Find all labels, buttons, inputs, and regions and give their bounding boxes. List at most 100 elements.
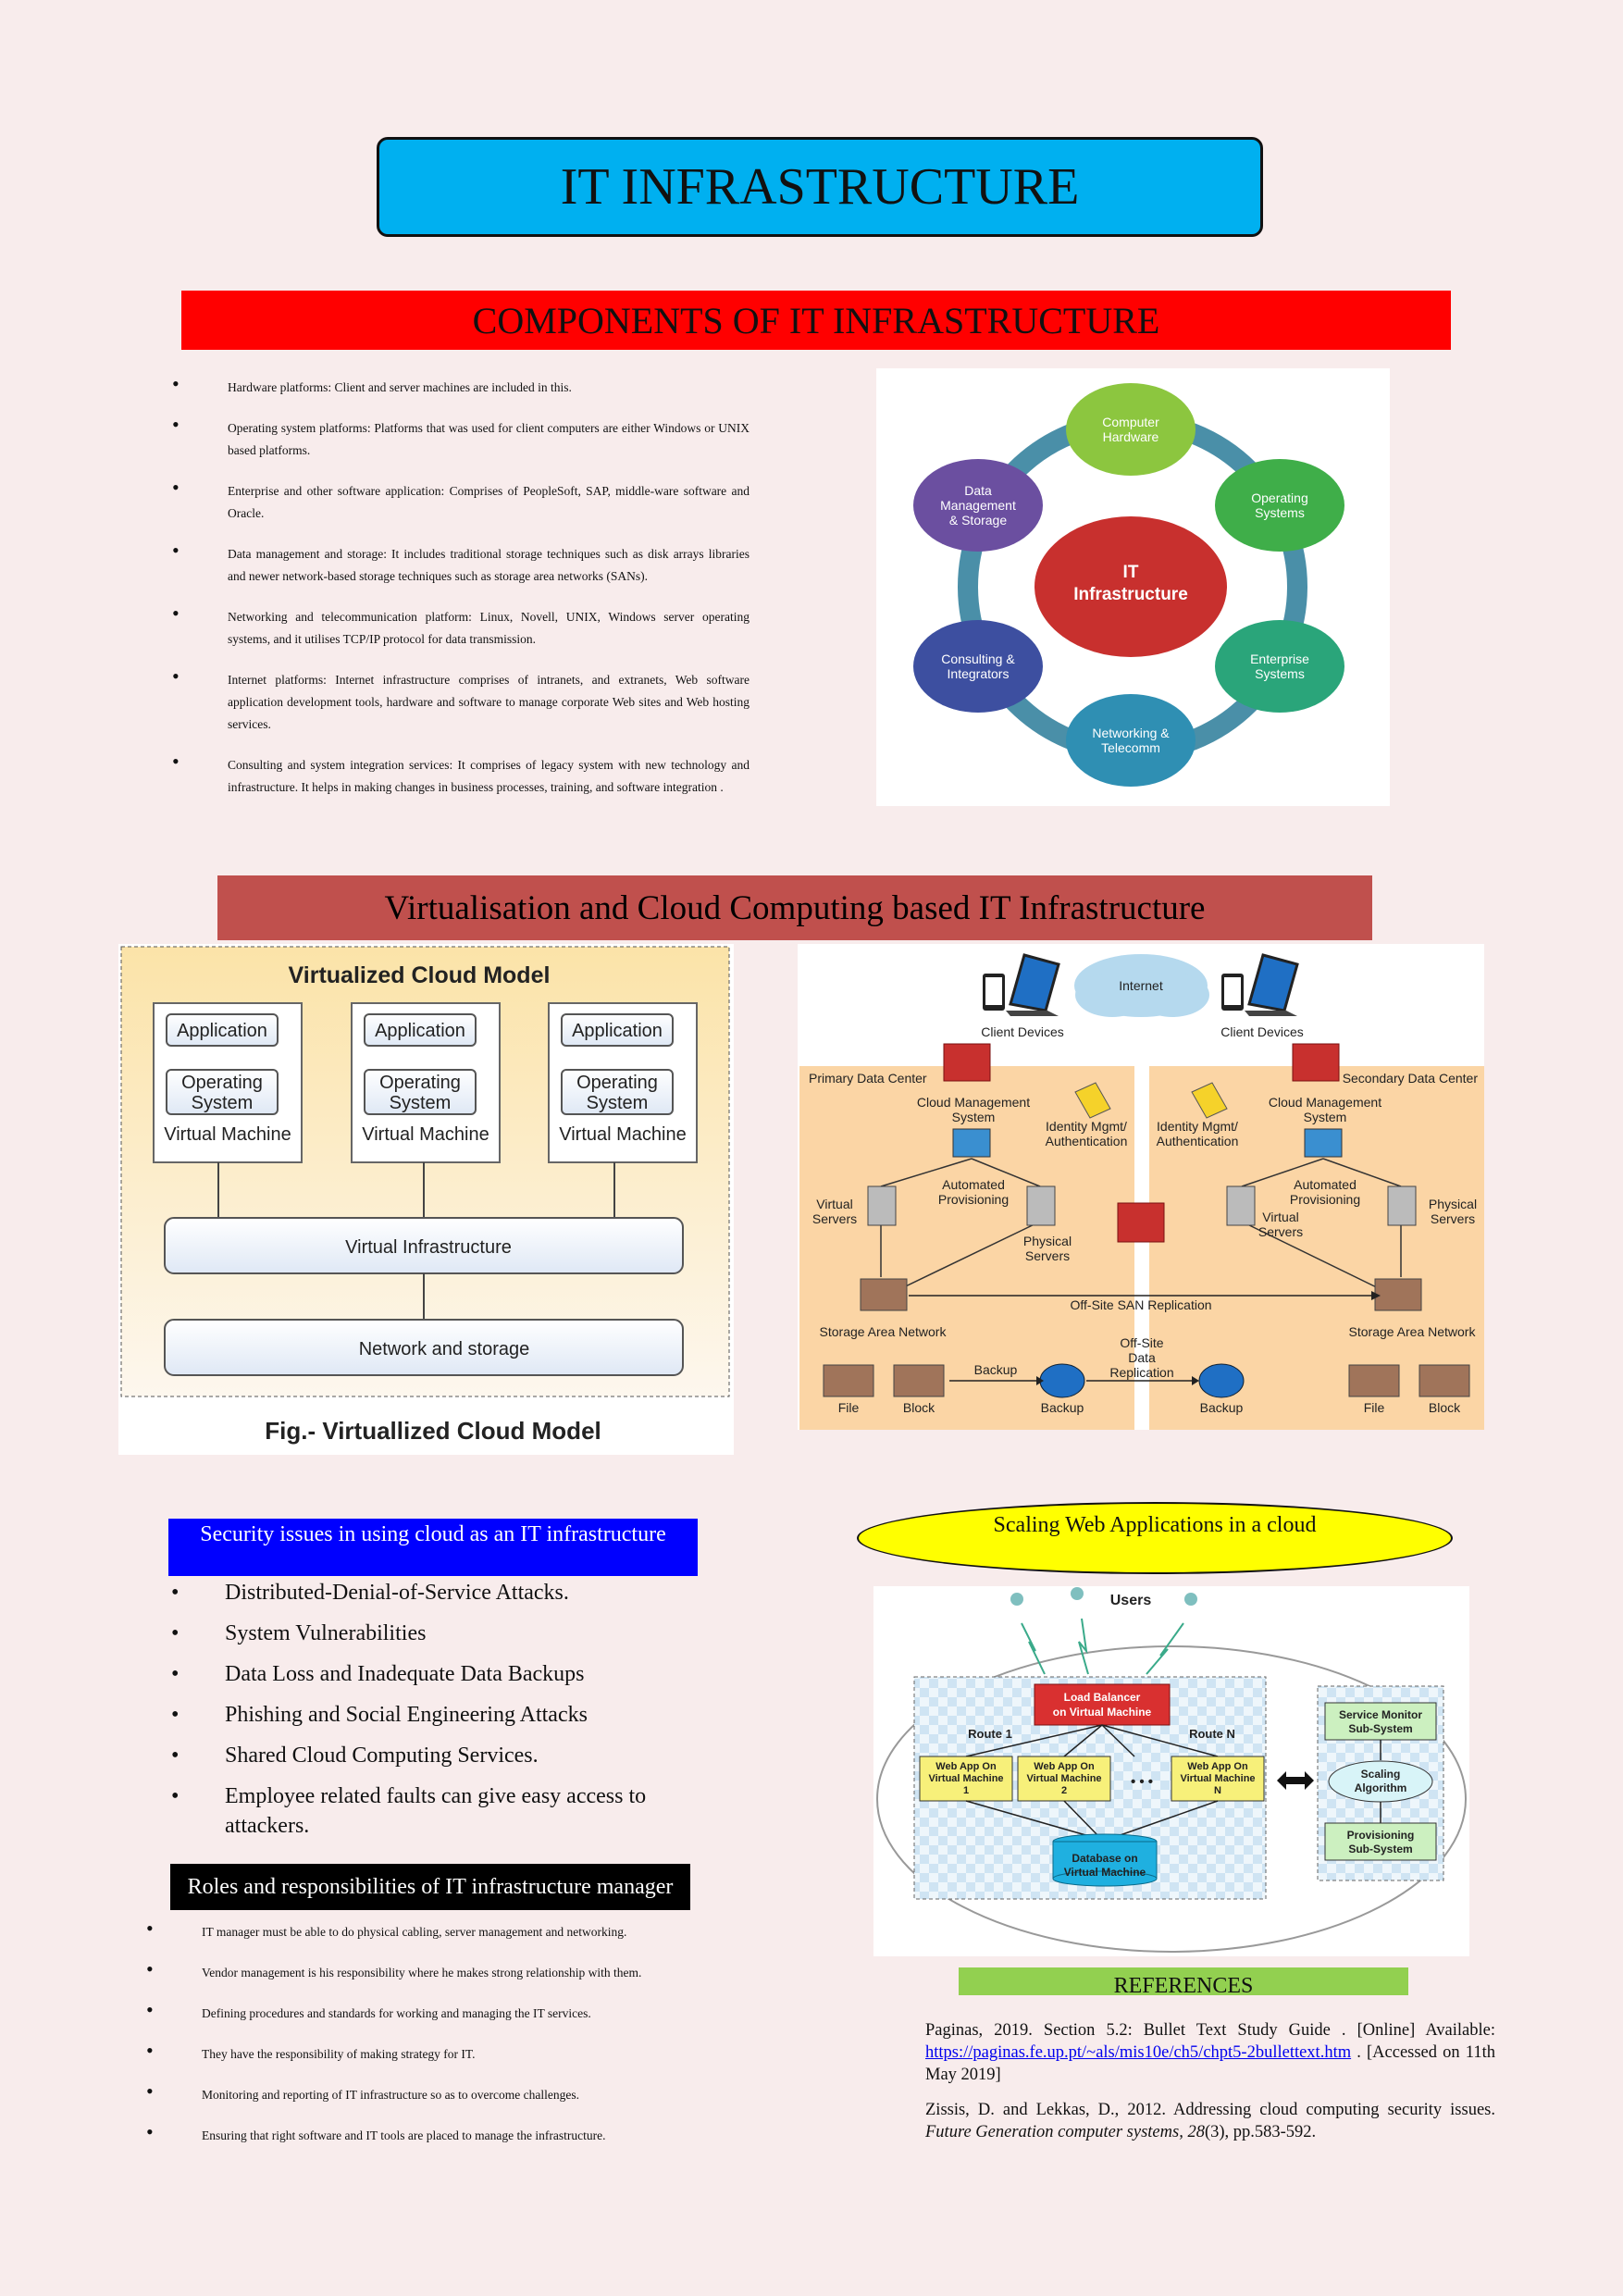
- list-item: Consulting and system integration servic…: [172, 751, 750, 799]
- os-label: Operating: [181, 1073, 263, 1093]
- ring-node: [1066, 383, 1196, 476]
- provisioning-label: Provisioning: [938, 1192, 1009, 1207]
- list-item: Ensuring that right software and IT tool…: [146, 2121, 748, 2147]
- list-item: Vendor management is his responsibility …: [146, 1958, 748, 1984]
- prov-label: Sub-System: [1348, 1843, 1412, 1855]
- block-label: Block: [903, 1400, 935, 1415]
- os-label: Operating: [379, 1073, 461, 1093]
- san-label: Storage Area Network: [820, 1324, 948, 1339]
- offsite-data-label: Off-Site: [1120, 1335, 1163, 1350]
- reference-text: . [Accessed on 11th May 2019]: [925, 2043, 1495, 2084]
- ring-node-label: Networking &: [1092, 726, 1170, 740]
- list-item: They have the responsibility of making s…: [146, 2040, 748, 2066]
- virtual-servers-label: Servers: [812, 1211, 857, 1226]
- backup-icon: [1039, 1363, 1085, 1398]
- db-label: Virtual Machine: [1064, 1866, 1146, 1879]
- ring-node-label: Computer: [1102, 415, 1159, 429]
- virtualisation-heading: Virtualisation and Cloud Computing based…: [217, 875, 1372, 940]
- network-storage-label: Network and storage: [359, 1339, 530, 1359]
- security-list: Distributed-Denial-of-Service Attacks. S…: [171, 1578, 706, 1852]
- web-app-label: Web App On: [1034, 1761, 1095, 1772]
- monitor-label: Service Monitor: [1339, 1708, 1422, 1721]
- web-app-label: Virtual Machine: [928, 1773, 1003, 1784]
- backup-label: Backup: [974, 1362, 1018, 1377]
- ring-node-label: Consulting &: [941, 652, 1015, 666]
- center-label-1: IT: [1123, 563, 1139, 582]
- server-icon: [1026, 1185, 1056, 1226]
- load-balancer-box: [1034, 1683, 1171, 1726]
- prov-label: Provisioning: [1347, 1829, 1415, 1842]
- center-node: [1035, 516, 1227, 657]
- ring-node: [913, 620, 1043, 713]
- components-heading: COMPONENTS OF IT INFRASTRUCTURE: [181, 291, 1451, 350]
- list-item: Data management and storage: It includes…: [172, 540, 750, 588]
- list-item: Phishing and Social Engineering Attacks: [171, 1700, 706, 1730]
- scaling-label: Scaling: [1361, 1768, 1401, 1781]
- list-item: IT manager must be able to do physical c…: [146, 1917, 748, 1943]
- internet-label: Internet: [1119, 978, 1163, 993]
- folder-icon: [1348, 1364, 1400, 1397]
- client-devices-icon: [1221, 953, 1299, 1016]
- roles-list: IT manager must be able to do physical c…: [146, 1917, 748, 2166]
- db-label: Database on: [1072, 1852, 1137, 1865]
- ring-node: [1215, 459, 1344, 552]
- provisioning-label: Provisioning: [1290, 1192, 1360, 1207]
- identity-label: Identity Mgmt/: [1157, 1119, 1238, 1134]
- physical-servers-label: Physical: [1023, 1234, 1072, 1248]
- physical-servers-label: Physical: [1429, 1197, 1477, 1211]
- ring-node-label: & Storage: [949, 513, 1007, 527]
- block-label: Block: [1429, 1400, 1461, 1415]
- reference-text: (3), pp.583-592.: [1204, 2123, 1317, 2141]
- cms-label: Cloud Management: [917, 1095, 1030, 1110]
- route-label: Route 1: [968, 1727, 1012, 1741]
- offsite-data-label: Data: [1128, 1350, 1156, 1365]
- reference-link[interactable]: https://paginas.fe.up.pt/~als/mis10e/ch5…: [925, 2043, 1352, 2062]
- firewall-icon: [1117, 1202, 1165, 1243]
- client-devices-label: Client Devices: [1220, 1024, 1303, 1039]
- application-label: Application: [375, 1021, 465, 1041]
- vm-label: Virtual Machine: [559, 1124, 686, 1145]
- ring-node-label: Enterprise: [1250, 652, 1309, 666]
- double-arrow-icon: [1277, 1771, 1314, 1790]
- page-title: IT INFRASTRUCTURE: [377, 137, 1263, 237]
- list-item: Enterprise and other software applicatio…: [172, 477, 750, 525]
- virtual-servers-label: Servers: [1258, 1224, 1303, 1239]
- ring-node-label: Data: [964, 483, 992, 498]
- list-item: Networking and telecommunication platfor…: [172, 602, 750, 651]
- it-infrastructure-diagram: IT Infrastructure ComputerHardwareOperat…: [876, 368, 1390, 806]
- ring-node-label: Integrators: [948, 666, 1010, 681]
- model-caption: Fig.- Virtuallized Cloud Model: [265, 1417, 601, 1445]
- physical-servers-label: Servers: [1025, 1248, 1070, 1263]
- list-item: Internet platforms: Internet infrastruct…: [172, 665, 750, 736]
- server-icon: [867, 1185, 897, 1226]
- monitor-icon: [1304, 1128, 1343, 1158]
- client-devices-label: Client Devices: [981, 1024, 1063, 1039]
- dots-label: • • •: [1131, 1774, 1153, 1790]
- ring-node-label: Telecomm: [1101, 740, 1160, 755]
- virtual-servers-label: Virtual: [1262, 1210, 1298, 1224]
- folder-icon: [893, 1364, 945, 1397]
- scaling-diagram: Users Load Balancer on Virtual Machine R…: [873, 1586, 1469, 1956]
- provisioning-label: Automated: [1294, 1177, 1357, 1192]
- ring-node-label: Operating: [1251, 490, 1307, 505]
- application-label: Application: [177, 1021, 267, 1041]
- ring-node: [1215, 620, 1344, 713]
- list-item: System Vulnerabilities: [171, 1619, 706, 1648]
- list-item: Data Loss and Inadequate Data Backups: [171, 1659, 706, 1689]
- backup-label: Backup: [1041, 1400, 1084, 1415]
- cms-label: Cloud Management: [1269, 1095, 1381, 1110]
- reference-item: Zissis, D. and Lekkas, D., 2012. Address…: [925, 2099, 1495, 2143]
- backup-icon: [1198, 1363, 1245, 1398]
- virtual-infrastructure-label: Virtual Infrastructure: [345, 1237, 512, 1258]
- ring-node: [913, 459, 1043, 552]
- offsite-data-label: Replication: [1109, 1365, 1173, 1380]
- list-item: Shared Cloud Computing Services.: [171, 1741, 706, 1770]
- virtual-servers-label: Virtual: [816, 1197, 852, 1211]
- list-item: Hardware platforms: Client and server ma…: [172, 373, 750, 399]
- route-label: Route N: [1189, 1727, 1235, 1741]
- secondary-dc-label: Secondary Data Center: [1343, 1071, 1479, 1086]
- references-heading: REFERENCES: [959, 1967, 1408, 1998]
- web-app-box: [1171, 1756, 1265, 1802]
- list-item: Distributed-Denial-of-Service Attacks.: [171, 1578, 706, 1607]
- identity-label: Identity Mgmt/: [1046, 1119, 1127, 1134]
